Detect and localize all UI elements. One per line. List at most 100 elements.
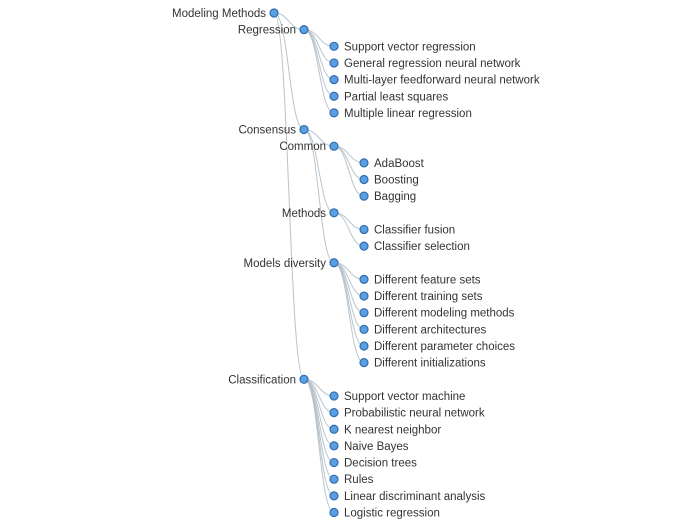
tree-node-rules[interactable]: Rules — [329, 474, 374, 486]
tree-node-bagging[interactable]: Bagging — [359, 191, 416, 203]
node-dot-icon[interactable] — [359, 224, 369, 235]
tree-node-probabilistic-neural-network[interactable]: Probabilistic neural network — [329, 408, 485, 420]
node-label: Different modeling methods — [374, 308, 515, 320]
tree-node-different-training-sets[interactable]: Different training sets — [359, 291, 483, 303]
link-classifier-fusion — [333, 212, 365, 230]
tree-node-general-regression-neural-network[interactable]: General regression neural network — [329, 58, 521, 70]
tree-node-k-nearest-neighbor[interactable]: K nearest neighbor — [329, 424, 441, 436]
tree-node-multi-layer-feedforward-neural-network[interactable]: Multi-layer feedforward neural network — [329, 74, 540, 87]
tree-node-common[interactable]: Common — [279, 141, 339, 153]
node-label: Classification — [228, 374, 296, 386]
node-dot-icon[interactable] — [359, 291, 369, 301]
node-label: Naive Bayes — [344, 441, 409, 453]
node-dot-icon[interactable] — [359, 358, 369, 368]
node-label: Different architectures — [374, 324, 487, 336]
link-logistic-regression — [303, 378, 335, 513]
node-dot-icon[interactable] — [329, 441, 339, 451]
node-label: K nearest neighbor — [344, 424, 441, 436]
tree-node-boosting[interactable]: Boosting — [359, 174, 419, 187]
tree-node-methods[interactable]: Methods — [282, 208, 339, 220]
tree-node-different-initializations[interactable]: Different initializations — [359, 358, 486, 370]
node-label: Partial least squares — [344, 91, 448, 103]
node-dot-icon[interactable] — [359, 191, 369, 201]
node-dot-icon[interactable] — [359, 274, 369, 284]
node-dot-icon[interactable] — [329, 58, 339, 68]
node-label: Modeling Methods — [172, 8, 266, 20]
tree-node-consensus[interactable]: Consensus — [238, 124, 309, 137]
node-label: Support vector machine — [344, 391, 465, 403]
tree-node-modeling-methods[interactable]: Modeling Methods — [172, 8, 279, 20]
node-label: Regression — [238, 25, 296, 37]
node-dot-icon[interactable] — [329, 41, 339, 51]
tree-node-support-vector-regression[interactable]: Support vector regression — [329, 41, 476, 53]
node-label: Bagging — [374, 191, 416, 203]
tree-node-different-architectures[interactable]: Different architectures — [359, 324, 487, 336]
node-dot-icon[interactable] — [329, 474, 339, 484]
node-label: Consensus — [238, 125, 296, 137]
node-dot-icon[interactable] — [329, 424, 339, 434]
node-label: Different parameter choices — [374, 341, 515, 353]
tree-node-models-diversity[interactable]: Models diversity — [244, 258, 339, 270]
link-adaboost — [333, 145, 365, 164]
node-dot-icon[interactable] — [329, 74, 339, 85]
node-dot-icon[interactable] — [329, 208, 339, 218]
node-label: Classifier fusion — [374, 224, 455, 236]
node-label: Linear discriminant analysis — [344, 491, 486, 503]
node-label: Different feature sets — [374, 274, 481, 286]
node-label: Methods — [282, 208, 326, 220]
node-label: Multi-layer feedforward neural network — [344, 75, 540, 87]
tree-node-decision-trees[interactable]: Decision trees — [329, 457, 417, 470]
link-consensus — [273, 12, 305, 131]
tree-node-classifier-fusion[interactable]: Classifier fusion — [359, 224, 455, 236]
node-dot-icon[interactable] — [329, 507, 339, 518]
link-models-diversity — [303, 129, 335, 264]
node-dot-icon[interactable] — [359, 341, 369, 351]
tree-node-different-parameter-choices[interactable]: Different parameter choices — [359, 341, 515, 353]
node-dot-icon[interactable] — [329, 141, 339, 151]
node-label: Different training sets — [374, 291, 483, 303]
tree-node-multiple-linear-regression[interactable]: Multiple linear regression — [329, 108, 472, 120]
node-dot-icon[interactable] — [269, 8, 279, 18]
link-classification — [273, 12, 305, 380]
node-dot-icon[interactable] — [329, 391, 339, 401]
node-label: Different initializations — [374, 358, 486, 370]
node-dot-icon[interactable] — [329, 408, 339, 418]
tree-node-classifier-selection[interactable]: Classifier selection — [359, 241, 470, 253]
node-dot-icon[interactable] — [299, 374, 309, 384]
link-bagging — [333, 145, 365, 197]
tree-node-different-modeling-methods[interactable]: Different modeling methods — [359, 308, 515, 320]
tree-node-classification[interactable]: Classification — [228, 374, 309, 386]
node-label: Probabilistic neural network — [344, 408, 485, 420]
node-label: Models diversity — [244, 258, 327, 270]
node-dot-icon[interactable] — [299, 25, 309, 35]
tree-node-regression[interactable]: Regression — [238, 25, 309, 37]
node-label: Rules — [344, 474, 374, 486]
tree-node-different-feature-sets[interactable]: Different feature sets — [359, 274, 481, 286]
tree-node-linear-discriminant-analysis[interactable]: Linear discriminant analysis — [329, 491, 486, 503]
tree-node-naive-bayes[interactable]: Naive Bayes — [329, 441, 409, 453]
node-dot-icon[interactable] — [299, 124, 309, 135]
node-dot-icon[interactable] — [359, 308, 369, 318]
node-label: Common — [279, 141, 326, 153]
node-label: Boosting — [374, 175, 419, 187]
node-dot-icon[interactable] — [359, 174, 369, 185]
node-dot-icon[interactable] — [329, 457, 339, 468]
node-dot-icon[interactable] — [329, 258, 339, 268]
node-dot-icon[interactable] — [329, 91, 339, 101]
link-multiple-linear-regression — [303, 29, 335, 114]
tree-node-adaboost[interactable]: AdaBoost — [359, 158, 425, 170]
node-label: Multiple linear regression — [344, 108, 472, 120]
tree-node-support-vector-machine[interactable]: Support vector machine — [329, 391, 465, 403]
node-dot-icon[interactable] — [329, 491, 339, 501]
tree-node-partial-least-squares[interactable]: Partial least squares — [329, 91, 448, 103]
node-dot-icon[interactable] — [359, 241, 369, 251]
link-different-initializations — [333, 262, 365, 364]
node-dot-icon[interactable] — [359, 324, 369, 334]
node-label: Support vector regression — [344, 41, 476, 53]
tree-node-logistic-regression[interactable]: Logistic regression — [329, 507, 440, 520]
node-dot-icon[interactable] — [359, 158, 369, 168]
link-methods — [303, 129, 335, 214]
node-dot-icon[interactable] — [329, 108, 339, 118]
